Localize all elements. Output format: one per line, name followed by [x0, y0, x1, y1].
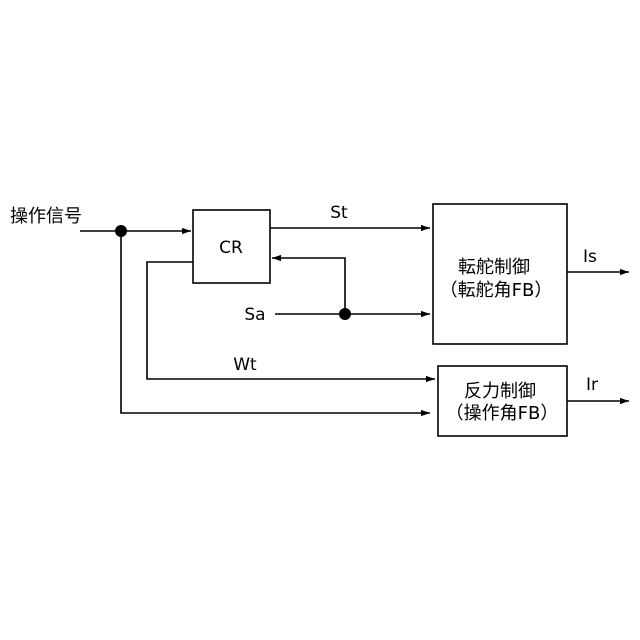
reaction-control-label-line2: （操作角FB）: [446, 403, 559, 424]
input-junction-node: [115, 225, 127, 237]
is-label: Is: [583, 247, 597, 267]
steer-control-label-line2: （転舵角FB）: [440, 280, 553, 301]
wt-line: [147, 262, 435, 379]
cr-label: CR: [219, 238, 243, 258]
input-signal-label: 操作信号: [10, 206, 82, 227]
wt-label: Wt: [233, 355, 257, 375]
sa-label: Sa: [244, 305, 265, 325]
reaction-control-label-line1: 反力制御: [464, 381, 536, 402]
st-label: St: [330, 203, 348, 223]
sa-junction-node: [339, 308, 351, 320]
steer-control-label-line1: 転舵制御: [458, 257, 530, 278]
sa-feedback-line: [272, 258, 345, 314]
ir-label: Ir: [586, 375, 598, 395]
